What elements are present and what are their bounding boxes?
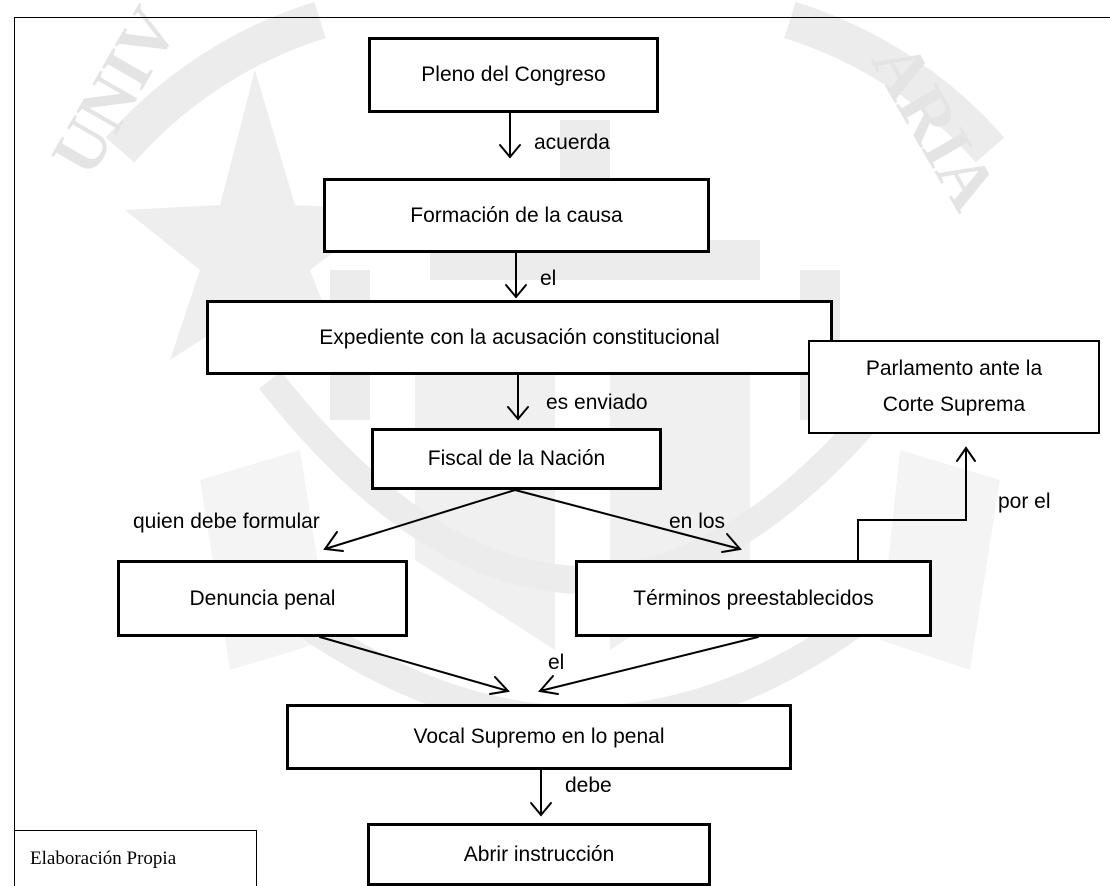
arrow-fiscal-terminos: [514, 489, 742, 553]
node-fiscal-de-la-nacion: Fiscal de la Nación: [371, 428, 662, 490]
figure-frame: [14, 17, 1110, 886]
arrow-expediente-fiscal: [507, 374, 529, 421]
node-abrir-instruccion: Abrir instrucción: [367, 823, 711, 886]
edge-label-acuerda: acuerda: [534, 131, 610, 154]
node-pleno-del-congreso: Pleno del Congreso: [368, 37, 659, 113]
edge-label-por-el: por el: [998, 490, 1051, 513]
node-parlamento-corte-suprema: Parlamento ante la Corte Suprema: [808, 340, 1100, 434]
edge-label-quien-debe-formular: quien debe formular: [133, 510, 320, 533]
edge-label-debe: debe: [565, 774, 612, 797]
edge-label-es-enviado: es enviado: [546, 391, 648, 414]
arrow-denuncia-vocal: [319, 636, 510, 695]
arrow-terminos-parlamento: [857, 446, 976, 561]
arrow-terminos-vocal: [538, 636, 759, 695]
node-formacion-de-la-causa: Formación de la causa: [323, 178, 710, 253]
node-terminos-preestablecidos: Términos preestablecidos: [575, 560, 932, 637]
node-vocal-supremo: Vocal Supremo en lo penal: [286, 704, 792, 770]
edge-label-el-1: el: [540, 267, 557, 290]
arrow-vocal-abrir: [530, 769, 552, 817]
node-expediente: Expediente con la acusación constitucion…: [206, 300, 833, 375]
arrow-pleno-formacion: [499, 112, 521, 159]
arrow-formacion-expediente: [505, 252, 527, 299]
source-note: Elaboración Propia: [14, 830, 257, 886]
node-denuncia-penal: Denuncia penal: [117, 560, 408, 637]
arrow-fiscal-denuncia: [323, 489, 516, 552]
edge-label-en-los: en los: [669, 510, 726, 533]
edge-label-el-2: el: [548, 651, 565, 674]
